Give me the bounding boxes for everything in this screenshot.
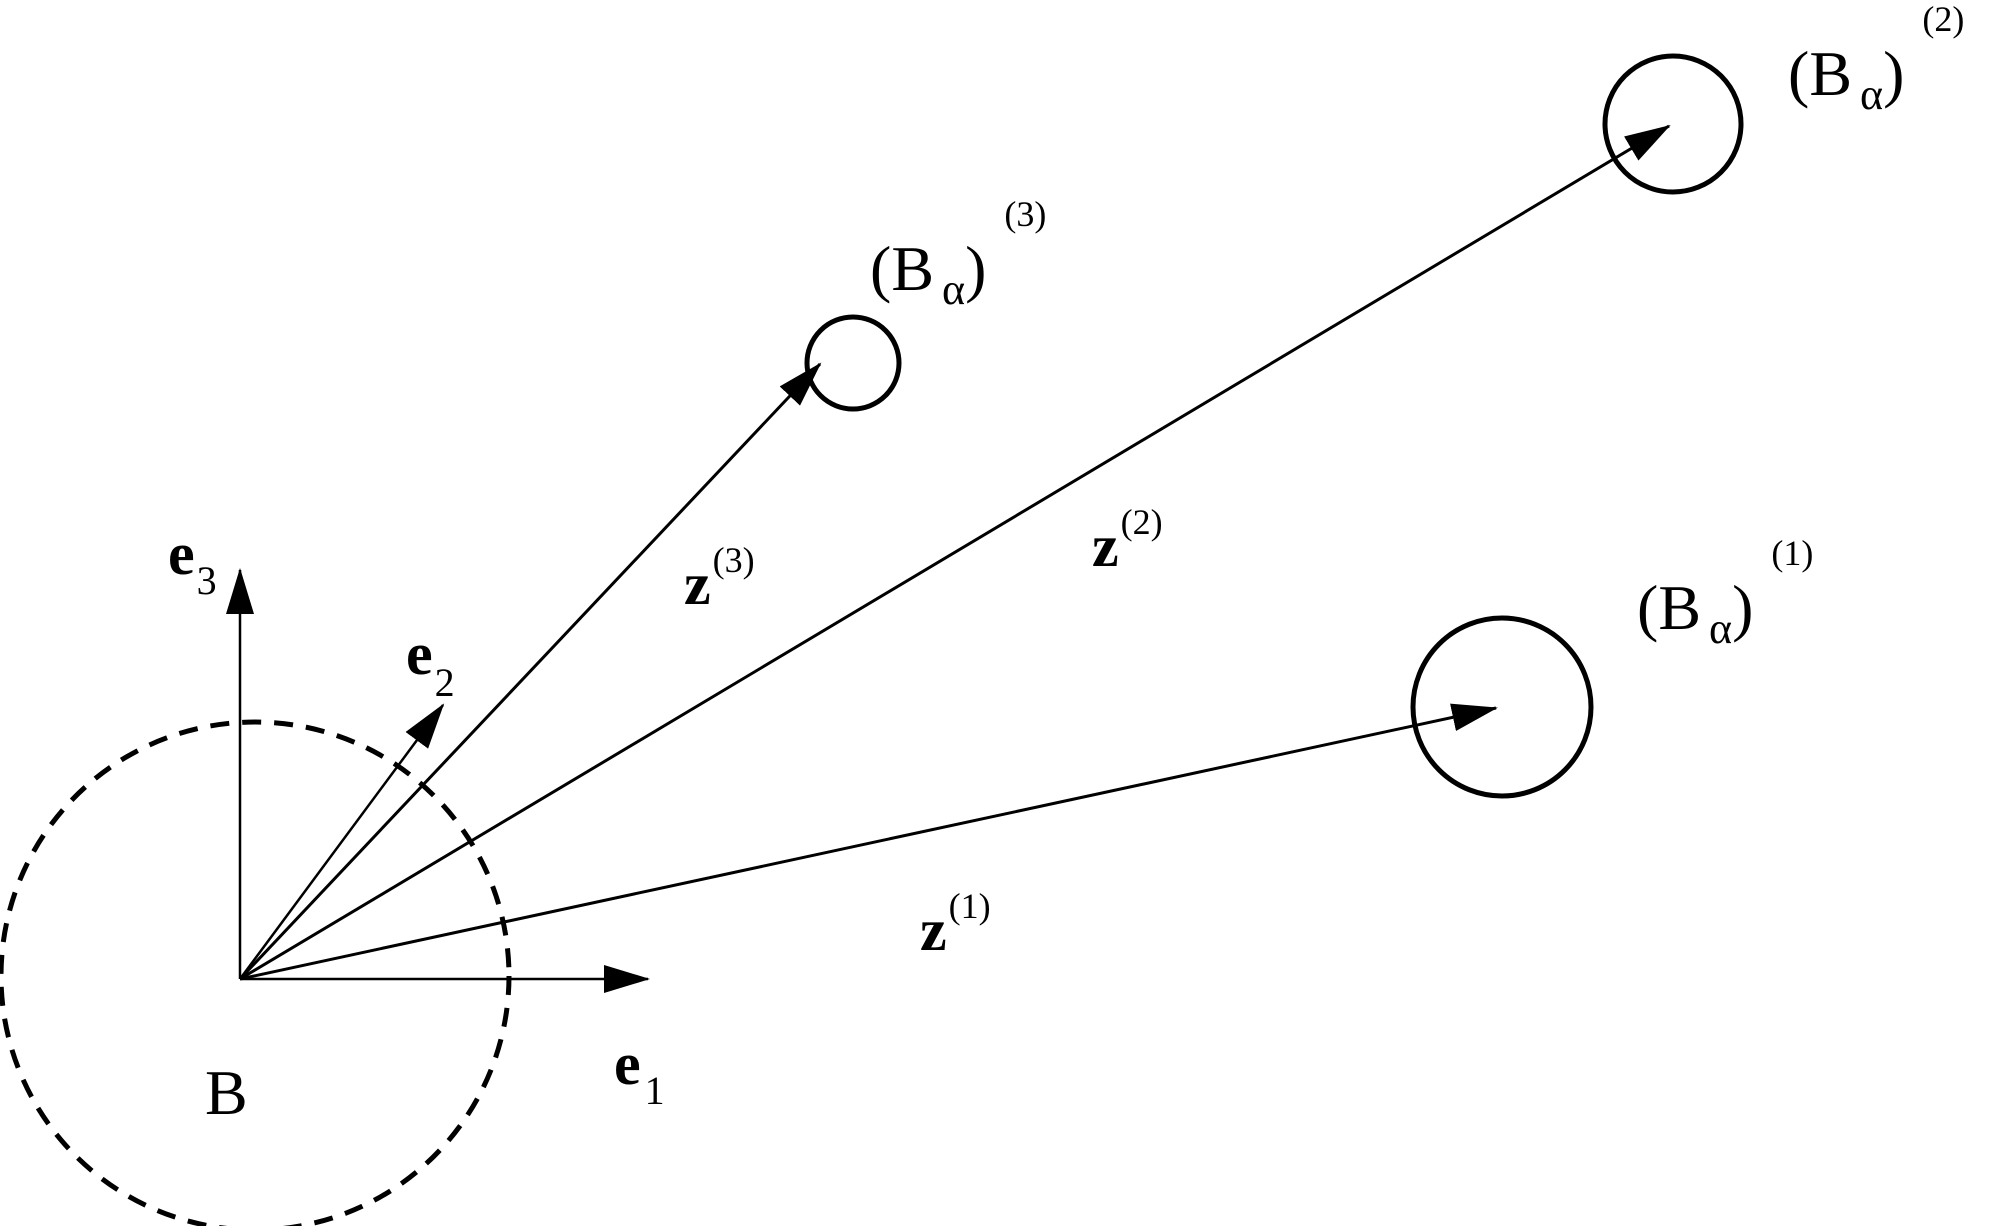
label-body-b: B [205, 1057, 248, 1128]
inclusion-circle-2 [1602, 53, 1744, 195]
inclusion-circle-3 [804, 314, 902, 412]
label-z1: z(1) [920, 886, 991, 963]
label-z3: z(3) [684, 540, 755, 617]
axis-e2-arrow [238, 703, 445, 980]
vector-z2-arrow [239, 124, 1671, 981]
label-e2: e2 [406, 621, 455, 705]
vector-z3-arrow [238, 362, 822, 981]
label-z2: z(2) [1092, 502, 1163, 579]
inclusion-circle-1 [1410, 615, 1594, 799]
vector-z1-arrow [239, 703, 1498, 981]
body-b-dashed-circle [0, 719, 512, 1226]
label-e3: e3 [168, 521, 217, 603]
